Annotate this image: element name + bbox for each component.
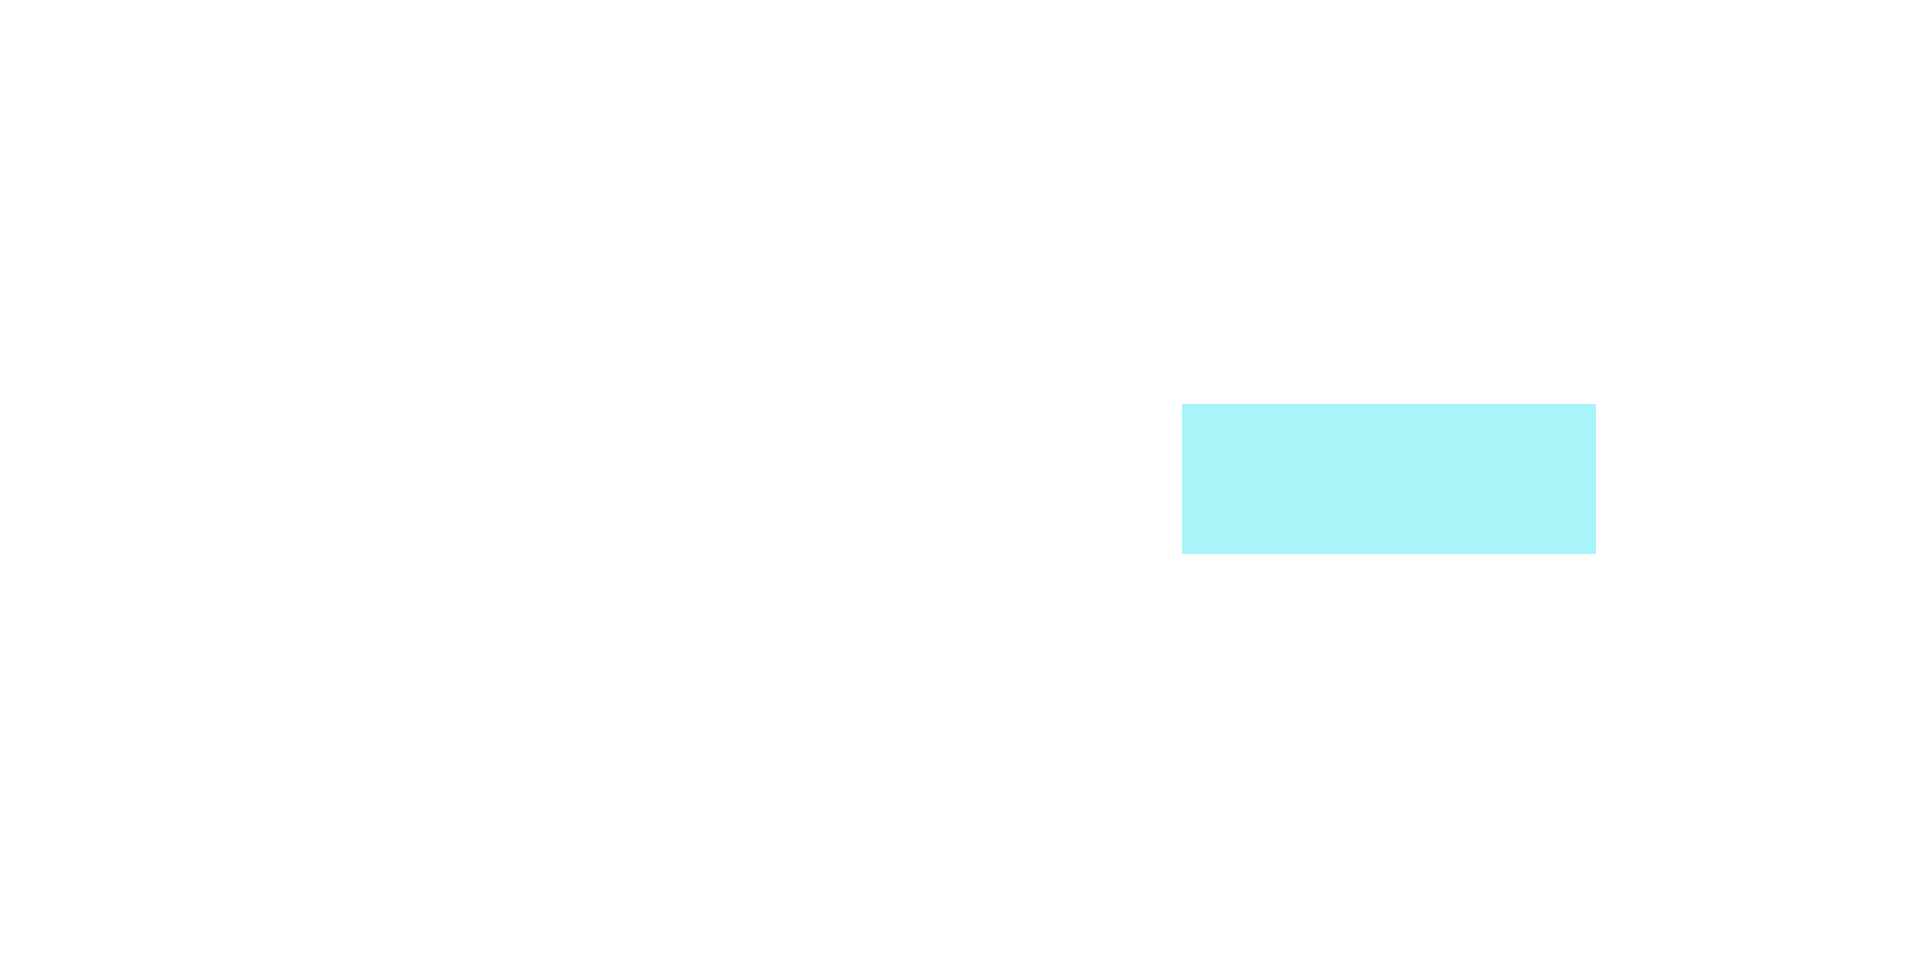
cyan-highlight-rectangle [1182,404,1596,554]
